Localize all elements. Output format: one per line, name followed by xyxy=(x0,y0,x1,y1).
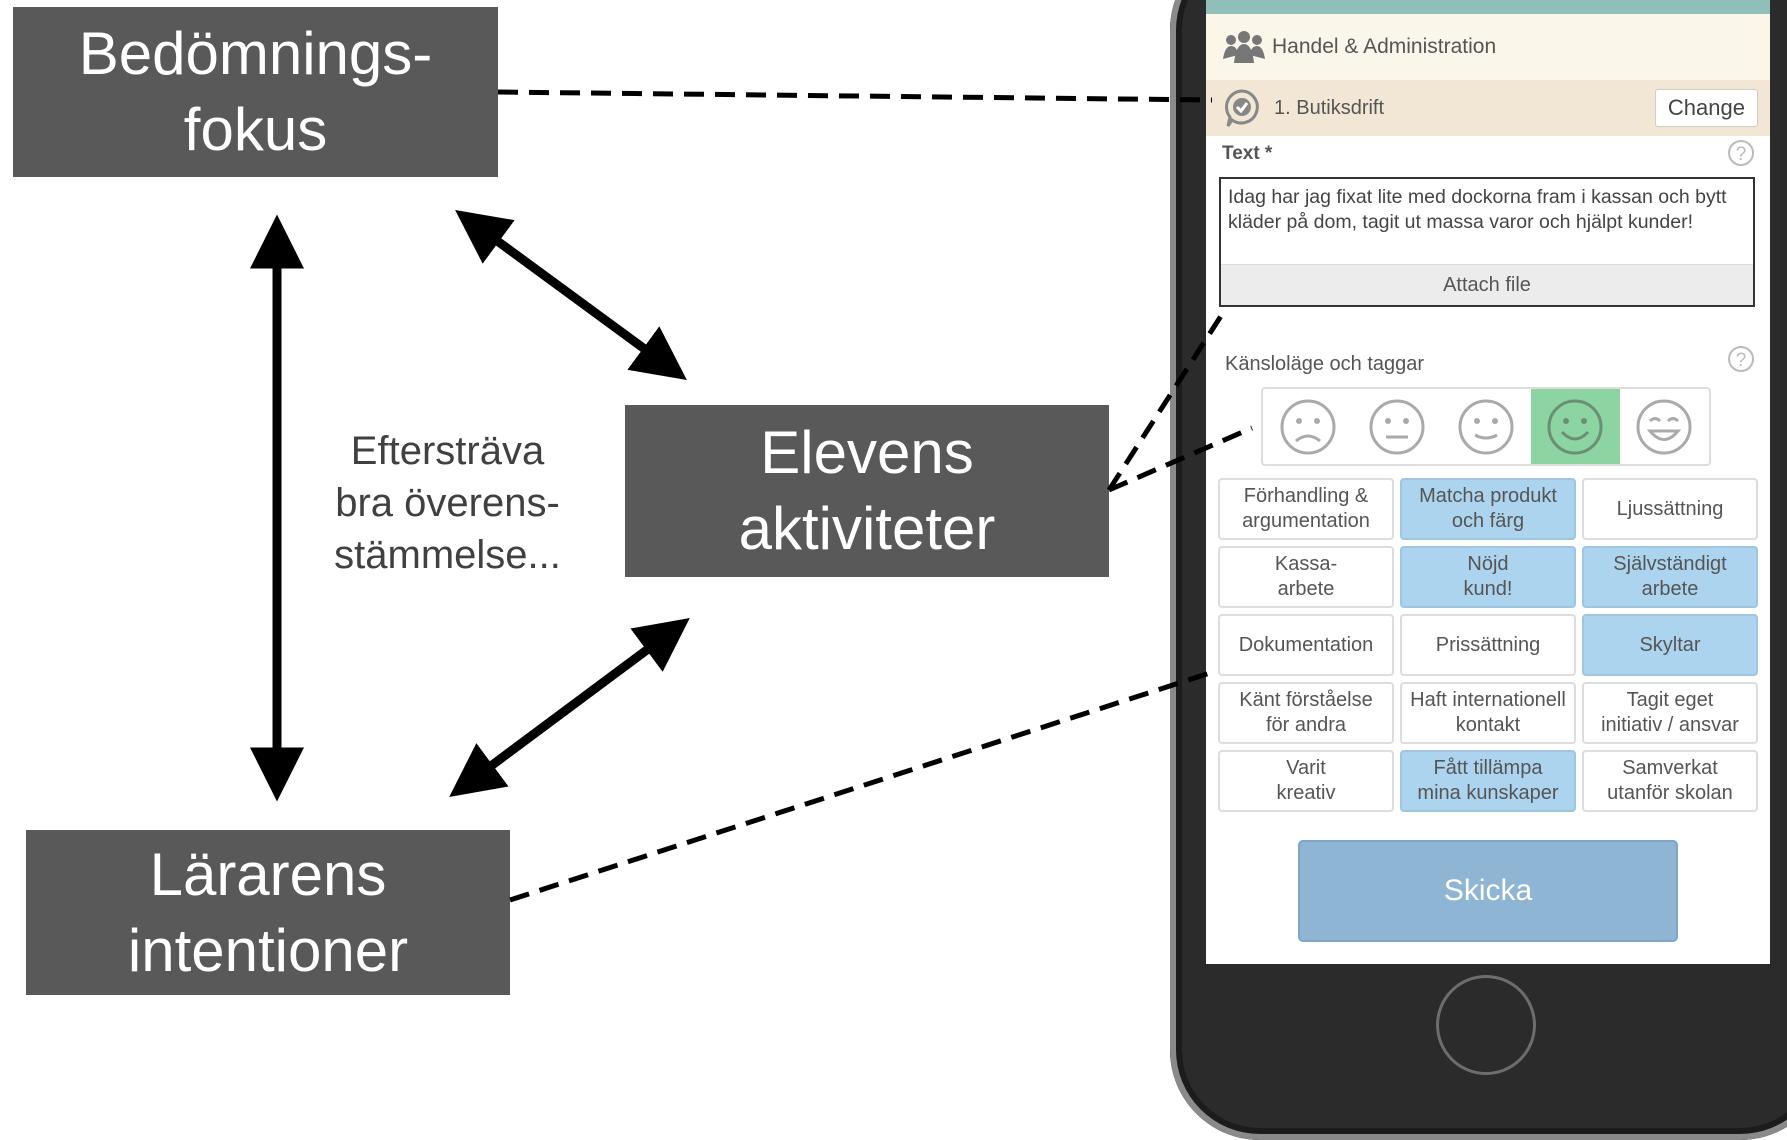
smile-face-icon xyxy=(1547,399,1603,454)
focus-label: 1. Butiksdrift xyxy=(1274,96,1385,119)
tag-button[interactable]: Samverkat utanför skolan xyxy=(1582,750,1758,812)
attach-file-button[interactable]: Attach file xyxy=(1221,264,1753,305)
tag-button[interactable]: Självständigt arbete xyxy=(1582,546,1758,608)
mood-smile[interactable] xyxy=(1530,389,1620,464)
text-field-value[interactable]: Idag har jag fixat lite med dockorna fra… xyxy=(1228,186,1727,233)
node-bedomningsfokus: Bedömnings- fokus xyxy=(13,7,498,177)
tag-button[interactable]: Dokumentation xyxy=(1218,614,1394,676)
slight-smile-face-icon xyxy=(1458,399,1514,454)
tag-button[interactable]: Kassa- arbete xyxy=(1218,546,1394,608)
mood-slight-smile[interactable] xyxy=(1441,389,1530,464)
tag-button[interactable]: Fått tillämpa mina kunskaper xyxy=(1400,750,1576,812)
tag-button[interactable]: Tagit eget initiativ / ansvar xyxy=(1582,682,1758,744)
sad-face-icon xyxy=(1280,399,1336,454)
tag-button[interactable]: Förhandling & argumentation xyxy=(1218,478,1394,540)
mood-selector xyxy=(1261,387,1711,466)
text-field-label: Text * xyxy=(1222,143,1273,164)
help-icon[interactable]: ? xyxy=(1728,346,1754,372)
category-row: Handel & Administration xyxy=(1206,14,1770,80)
dashed-elevens-text xyxy=(1106,314,1224,492)
tag-button[interactable]: Varit kreativ xyxy=(1218,750,1394,812)
tag-grid: Förhandling & argumentation Matcha produ… xyxy=(1218,478,1758,812)
center-note: Eftersträva bra överens- stämmelse... xyxy=(334,429,561,577)
node-lararens-intentioner: Lärarens intentioner xyxy=(26,830,510,995)
focus-row: 1. Butiksdrift Change xyxy=(1206,80,1770,136)
mood-neutral[interactable] xyxy=(1352,389,1441,464)
mood-happy[interactable] xyxy=(1620,389,1709,464)
tag-button[interactable]: Skyltar xyxy=(1582,614,1758,676)
phone-screen: Handel & Administration 1. Butiksdrift C… xyxy=(1206,0,1770,964)
mood-label: Känsloläge och taggar xyxy=(1225,353,1425,375)
tag-button[interactable]: Haft internationell kontakt xyxy=(1400,682,1576,744)
mood-sad[interactable] xyxy=(1263,389,1352,464)
people-icon xyxy=(1223,31,1265,63)
neutral-face-icon xyxy=(1369,399,1425,454)
tag-button[interactable]: Nöjd kund! xyxy=(1400,546,1576,608)
happy-face-icon xyxy=(1636,399,1692,454)
node-elevens-aktiviteter: Elevens aktiviteter xyxy=(625,405,1109,577)
tag-button[interactable]: Känt förståelse för andra xyxy=(1218,682,1394,744)
text-field[interactable]: Idag har jag fixat lite med dockorna fra… xyxy=(1219,177,1755,307)
checkmark-pin-icon xyxy=(1225,89,1259,127)
dashed-lararens-tags xyxy=(509,669,1214,903)
header-bar xyxy=(1206,0,1770,14)
connector-layer xyxy=(250,89,1253,903)
arrow-elevens-lararens xyxy=(449,617,690,798)
tag-button[interactable]: Prissättning xyxy=(1400,614,1576,676)
change-button[interactable]: Change xyxy=(1654,89,1758,127)
help-icon[interactable]: ? xyxy=(1728,140,1754,166)
tag-button[interactable]: Matcha produkt och färg xyxy=(1400,478,1576,540)
dashed-bedomning-focus xyxy=(497,89,1213,103)
category-label: Handel & Administration xyxy=(1272,35,1497,58)
submit-button[interactable]: Skicka xyxy=(1298,840,1678,942)
dashed-elevens-mood xyxy=(1108,425,1253,493)
arrow-bedomning-elevens xyxy=(455,210,687,380)
tag-button[interactable]: Ljussättning xyxy=(1582,478,1758,540)
